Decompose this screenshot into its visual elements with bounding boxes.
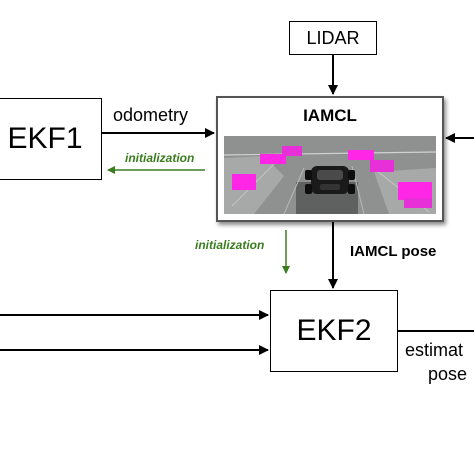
- estimated-pose-label-line2: pose: [428, 364, 468, 384]
- ekf2-block: EKF2: [270, 290, 398, 372]
- particle-cluster: [404, 198, 432, 208]
- lidar-block: LIDAR: [289, 21, 377, 55]
- localization-map-view: [224, 136, 436, 214]
- lidar-label: LIDAR: [306, 27, 360, 48]
- ekf1-label: EKF1: [7, 122, 83, 155]
- particle-cluster: [232, 174, 256, 190]
- map-wall: [224, 151, 436, 156]
- particle-cluster: [260, 154, 286, 164]
- robot-car-icon: [305, 166, 355, 194]
- particle-cluster: [282, 146, 302, 156]
- particle-cluster: [348, 150, 374, 160]
- ekf2-label: EKF2: [296, 314, 372, 347]
- particle-cluster: [370, 160, 394, 172]
- initialization-label-ekf2: initialization: [195, 238, 265, 252]
- initialization-label-ekf1: initialization: [125, 151, 195, 165]
- estimated-pose-label-line1: estimat: [405, 340, 464, 360]
- ekf1-block: EKF1: [0, 98, 102, 180]
- odometry-label: odometry: [113, 105, 189, 125]
- map-wall: [283, 167, 305, 214]
- iamcl-block: IAMCL: [216, 96, 444, 222]
- iamcl-label: IAMCL: [303, 106, 357, 125]
- particle-cluster: [398, 182, 432, 200]
- iamcl-pose-label: IAMCL pose: [350, 243, 437, 260]
